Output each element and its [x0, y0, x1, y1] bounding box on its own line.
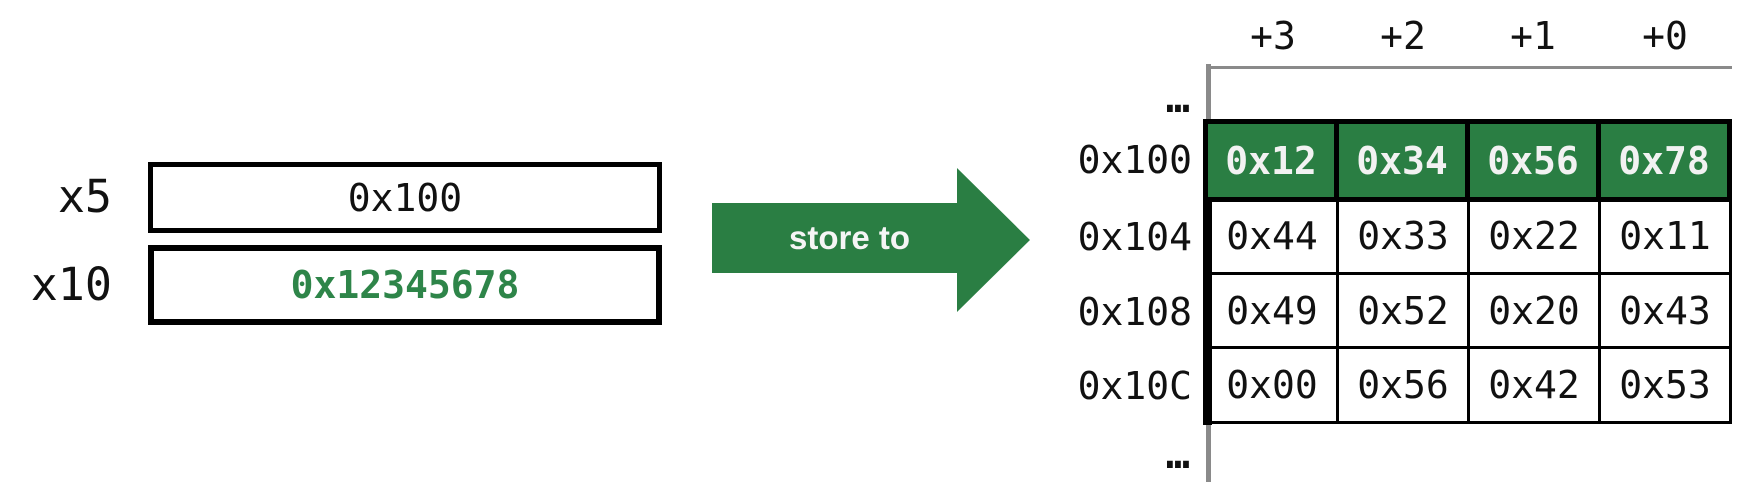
byte-offset-header-1: +1 [1510, 14, 1556, 58]
byte-offset-header-2: +2 [1380, 14, 1426, 58]
memory-table-left-border [1203, 200, 1212, 425]
memory-cell: 0x56 [1470, 124, 1596, 197]
memory-row-0x100-highlighted: 0x12 0x34 0x56 0x78 [1203, 119, 1732, 202]
memory-cell: 0x43 [1601, 275, 1732, 349]
address-label-0x10C: 0x10C [1077, 364, 1192, 408]
register-name-x5: x5 [57, 170, 112, 223]
address-label-0x104: 0x104 [1077, 215, 1192, 259]
memory-cell: 0x42 [1470, 349, 1601, 424]
memory-cell: 0x34 [1339, 124, 1465, 197]
register-box-x10: 0x12345678 [148, 245, 662, 325]
store-arrow-label: store to [788, 219, 910, 256]
memory-cell: 0x11 [1601, 200, 1732, 275]
address-label-0x108: 0x108 [1077, 290, 1192, 334]
memory-cell: 0x12 [1208, 124, 1334, 197]
memory-cell: 0x20 [1470, 275, 1601, 349]
register-box-x5: 0x100 [148, 162, 662, 233]
memory-row-0x10C: 0x00 0x56 0x42 0x53 [1208, 349, 1732, 424]
memory-cell: 0x78 [1601, 124, 1727, 197]
memory-axis-horizontal-line [1206, 66, 1732, 69]
address-label-0x100: 0x100 [1077, 138, 1192, 182]
memory-cell: 0x52 [1339, 275, 1470, 349]
byte-offset-header-0: +0 [1642, 14, 1688, 58]
byte-offset-header-3: +3 [1250, 14, 1296, 58]
store-arrow-icon [712, 168, 1030, 312]
register-name-x10: x10 [30, 258, 112, 311]
memory-ellipsis-top: … [1165, 76, 1190, 122]
memory-cell: 0x49 [1208, 275, 1339, 349]
memory-cell: 0x44 [1208, 200, 1339, 275]
register-value-x10: 0x12345678 [290, 263, 520, 307]
memory-cell: 0x53 [1601, 349, 1732, 424]
memory-row-0x104: 0x44 0x33 0x22 0x11 [1208, 200, 1732, 275]
memory-ellipsis-bottom: … [1165, 432, 1190, 478]
memory-cell: 0x33 [1339, 200, 1470, 275]
memory-cell: 0x56 [1339, 349, 1470, 424]
memory-row-0x108: 0x49 0x52 0x20 0x43 [1208, 275, 1732, 349]
memory-cell: 0x22 [1470, 200, 1601, 275]
register-value-x5: 0x100 [347, 175, 463, 220]
memory-cell: 0x00 [1208, 349, 1339, 424]
